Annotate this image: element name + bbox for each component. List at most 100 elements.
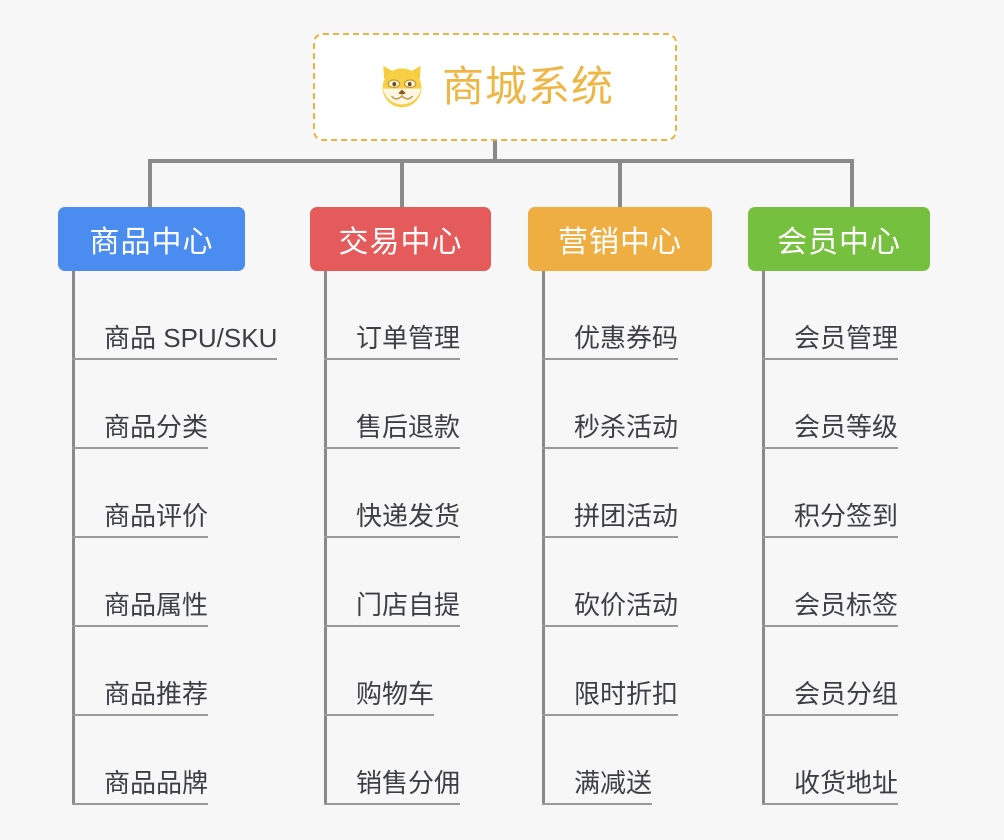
leaf-underline: [762, 625, 898, 627]
leaf-label: 会员等级: [794, 412, 899, 442]
leaf-label: 拼团活动: [574, 501, 679, 531]
leaf-underline: [324, 358, 460, 360]
leaf-item[interactable]: 砍价活动: [528, 538, 712, 627]
branch-spine: [324, 271, 327, 805]
category-label: 交易中心: [338, 226, 463, 259]
leaf-label: 订单管理: [356, 323, 461, 353]
leaf-underline: [762, 358, 898, 360]
leaf-label: 门店自提: [356, 590, 461, 620]
leaf-item[interactable]: 收货地址: [748, 716, 930, 805]
leaf-label: 秒杀活动: [574, 412, 679, 442]
leaf-label: 收货地址: [794, 768, 899, 798]
leaf-underline: [542, 803, 652, 805]
leaf-underline: [762, 447, 898, 449]
leaf-underline: [324, 447, 460, 449]
leaf-label: 销售分佣: [356, 768, 461, 798]
leaf-label: 售后退款: [356, 412, 461, 442]
branch-spine: [542, 271, 545, 805]
leaf-underline: [542, 625, 678, 627]
leaf-list: 订单管理售后退款快递发货门店自提购物车销售分佣: [310, 271, 491, 805]
leaf-underline: [324, 625, 460, 627]
branch-column: 交易中心订单管理售后退款快递发货门店自提购物车销售分佣: [310, 207, 491, 805]
leaf-item[interactable]: 会员等级: [748, 360, 930, 449]
category-label: 会员中心: [777, 226, 901, 259]
leaf-underline: [72, 625, 208, 627]
category-node[interactable]: 交易中心: [310, 207, 491, 271]
leaf-label: 商品属性: [104, 590, 209, 620]
leaf-label: 优惠券码: [574, 323, 679, 353]
connector-root-stem: [493, 141, 497, 161]
leaf-list: 会员管理会员等级积分签到会员标签会员分组收货地址: [748, 271, 930, 805]
leaf-item[interactable]: 订单管理: [310, 271, 491, 360]
branch-spine: [72, 271, 75, 805]
category-label: 营销中心: [558, 226, 682, 259]
leaf-label: 满减送: [574, 768, 653, 798]
leaf-item[interactable]: 商品 SPU/SKU: [58, 271, 277, 360]
category-node[interactable]: 营销中心: [528, 207, 712, 271]
category-node[interactable]: 商品中心: [58, 207, 245, 271]
leaf-underline: [324, 714, 434, 716]
leaf-underline: [324, 803, 460, 805]
leaf-label: 积分签到: [794, 501, 899, 531]
leaf-underline: [72, 714, 208, 716]
leaf-list: 商品 SPU/SKU 商品分类商品评价商品属性商品推荐商品品牌: [58, 271, 277, 805]
branch-spine: [762, 271, 765, 805]
category-node[interactable]: 会员中心: [748, 207, 930, 271]
leaf-item[interactable]: 销售分佣: [310, 716, 491, 805]
shiba-dog-face-icon: [382, 65, 422, 108]
connector-bus: [148, 159, 852, 163]
leaf-underline: [542, 358, 678, 360]
leaf-underline: [762, 536, 898, 538]
leaf-label: 限时折扣: [574, 679, 679, 709]
leaf-underline: [542, 714, 678, 716]
connector-drop-3: [618, 159, 622, 207]
leaf-label: 购物车: [356, 679, 435, 709]
leaf-item[interactable]: 门店自提: [310, 538, 491, 627]
leaf-item[interactable]: 售后退款: [310, 360, 491, 449]
leaf-item[interactable]: 限时折扣: [528, 627, 712, 716]
leaf-underline: [72, 536, 208, 538]
leaf-underline: [72, 358, 277, 360]
leaf-list: 优惠券码秒杀活动拼团活动砍价活动限时折扣满减送: [528, 271, 712, 805]
connector-drop-2: [400, 159, 404, 207]
branch-column: 会员中心会员管理会员等级积分签到会员标签会员分组收货地址: [748, 207, 930, 805]
leaf-item[interactable]: 秒杀活动: [528, 360, 712, 449]
leaf-label: 商品分类: [104, 412, 209, 442]
connector-drop-4: [850, 159, 854, 207]
leaf-underline: [762, 803, 898, 805]
leaf-item[interactable]: 拼团活动: [528, 449, 712, 538]
connector-drop-1: [148, 159, 152, 207]
category-label: 商品中心: [89, 226, 214, 259]
leaf-item[interactable]: 快递发货: [310, 449, 491, 538]
leaf-underline: [324, 536, 460, 538]
leaf-underline: [72, 447, 208, 449]
leaf-item[interactable]: 会员管理: [748, 271, 930, 360]
leaf-item[interactable]: 商品评价: [58, 449, 245, 538]
leaf-label: 商品评价: [104, 501, 209, 531]
leaf-label: 会员标签: [794, 590, 899, 620]
leaf-item[interactable]: 购物车: [310, 627, 491, 716]
leaf-item[interactable]: 优惠券码: [528, 271, 712, 360]
leaf-label: 商品推荐: [104, 679, 209, 709]
leaf-underline: [542, 447, 678, 449]
leaf-label: 砍价活动: [574, 590, 679, 620]
leaf-label: 会员管理: [794, 323, 899, 353]
leaf-label: 商品品牌: [104, 768, 209, 798]
leaf-item[interactable]: 商品属性: [58, 538, 245, 627]
leaf-item[interactable]: 满减送: [528, 716, 712, 805]
root-title: 商城系统: [441, 63, 614, 110]
leaf-item[interactable]: 商品推荐: [58, 627, 245, 716]
leaf-underline: [762, 714, 898, 716]
leaf-underline: [72, 803, 208, 805]
leaf-item[interactable]: 会员分组: [748, 627, 930, 716]
leaf-item[interactable]: 会员标签: [748, 538, 930, 627]
branch-column: 商品中心商品 SPU/SKU 商品分类商品评价商品属性商品推荐商品品牌: [58, 207, 277, 805]
branch-column: 营销中心优惠券码秒杀活动拼团活动砍价活动限时折扣满减送: [528, 207, 712, 805]
leaf-label: 快递发货: [356, 501, 461, 531]
leaf-item[interactable]: 商品品牌: [58, 716, 245, 805]
leaf-underline: [542, 536, 678, 538]
leaf-item[interactable]: 积分签到: [748, 449, 930, 538]
leaf-item[interactable]: 商品分类: [58, 360, 245, 449]
root-node[interactable]: 商城系统: [313, 33, 677, 141]
